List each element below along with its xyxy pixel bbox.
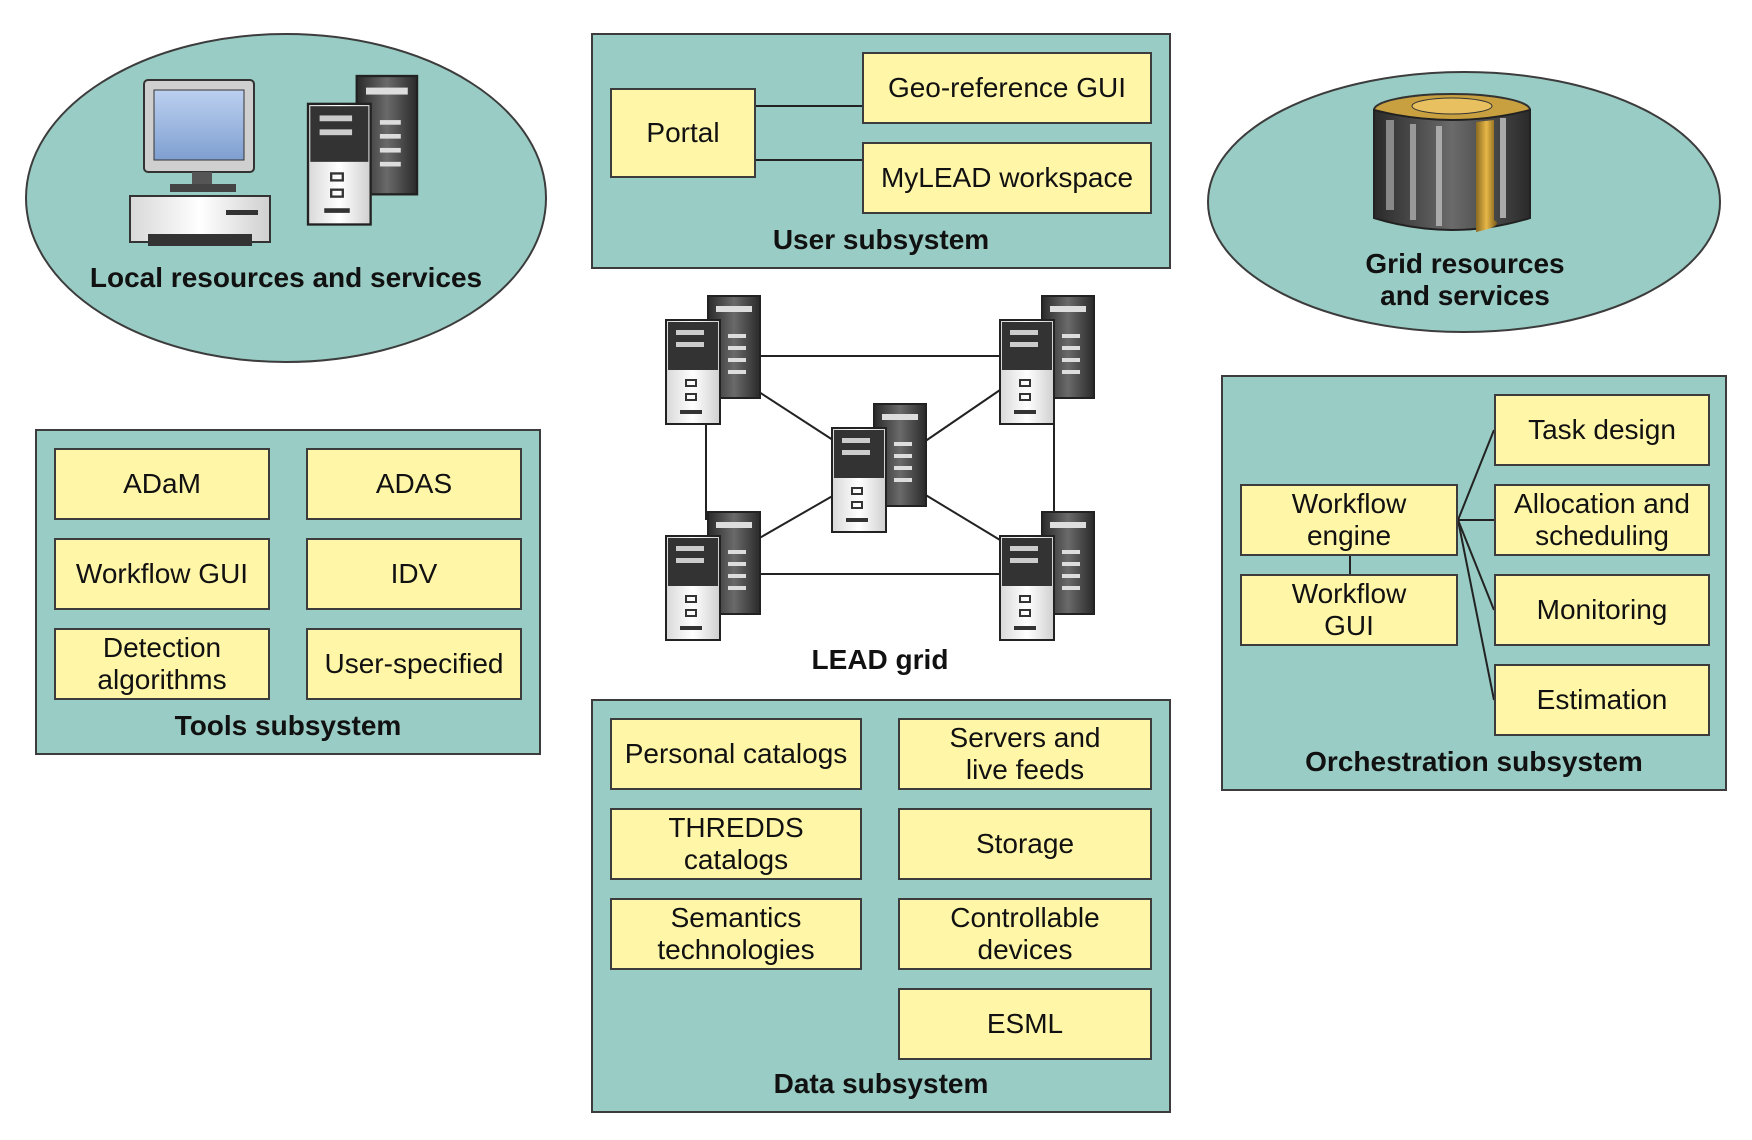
user-subsystem-caption: User subsystem — [772, 224, 990, 255]
workflow-engine-box: Workflow engine — [1240, 484, 1458, 556]
local-resources-ellipse — [25, 33, 547, 363]
data-thredds-catalogs: THREDDS catalogs — [610, 808, 862, 880]
tool-detection-algorithms: Detection algorithms — [54, 628, 270, 700]
data-semantics-technologies: Semantics technologies — [610, 898, 862, 970]
tools-subsystem-caption: Tools subsystem — [174, 710, 402, 741]
data-storage: Storage — [898, 808, 1152, 880]
data-subsystem-caption: Data subsystem — [773, 1068, 989, 1099]
tool-workflow-gui: Workflow GUI — [54, 538, 270, 610]
task-design-box: Task design — [1494, 394, 1710, 466]
allocation-scheduling-box: Allocation and scheduling — [1494, 484, 1710, 556]
mylead-workspace-box: MyLEAD workspace — [862, 142, 1152, 214]
desktop-computer-icon — [129, 79, 271, 246]
lead-grid-caption: LEAD grid — [811, 644, 949, 675]
data-servers-live-feeds: Servers and live feeds — [898, 718, 1152, 790]
supercomputer-icon — [1373, 93, 1531, 232]
geo-reference-gui-box: Geo-reference GUI — [862, 52, 1152, 124]
data-controllable-devices: Controllable devices — [898, 898, 1152, 970]
data-esml: ESML — [898, 988, 1152, 1060]
lead-grid-server-center — [831, 403, 927, 533]
tool-adam: ADaM — [54, 448, 270, 520]
portal-box: Portal — [610, 88, 756, 178]
lead-grid-links — [705, 355, 1055, 575]
estimation-box: Estimation — [1494, 664, 1710, 736]
lead-grid-server-tr — [999, 295, 1095, 425]
lead-grid-server-br — [999, 511, 1095, 641]
orchestration-subsystem-caption: Orchestration subsystem — [1305, 746, 1643, 777]
local-resources-caption: Local resources and services — [89, 262, 483, 293]
tool-user-specified: User-specified — [306, 628, 522, 700]
lead-grid-server-bl — [665, 511, 761, 641]
tool-adas: ADAS — [306, 448, 522, 520]
orchestration-connectors — [1349, 429, 1495, 701]
monitoring-box: Monitoring — [1494, 574, 1710, 646]
tool-idv: IDV — [306, 538, 522, 610]
data-personal-catalogs: Personal catalogs — [610, 718, 862, 790]
lead-grid-server-tl — [665, 295, 761, 425]
workflow-gui-box: Workflow GUI — [1240, 574, 1458, 646]
user-connectors — [756, 105, 862, 161]
grid-resources-caption: Grid resources and services — [1365, 248, 1565, 312]
